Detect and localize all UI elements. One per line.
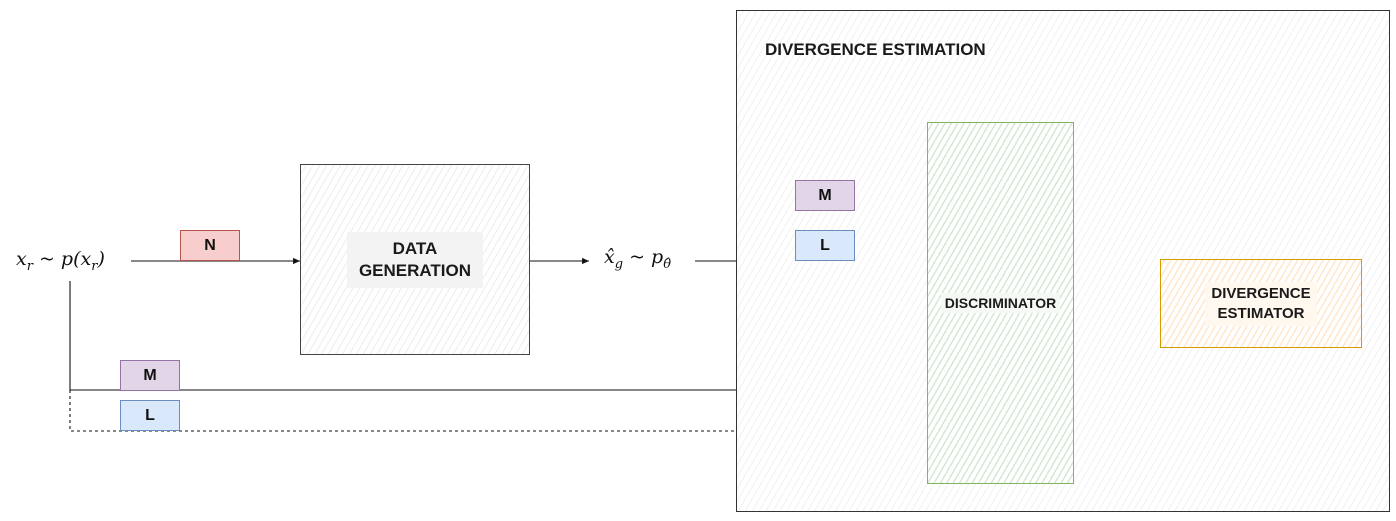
tag-m-bottom: M xyxy=(120,360,180,391)
tag-l-bottom: L xyxy=(120,400,180,431)
divergence-estimation-title: DIVERGENCE ESTIMATION xyxy=(765,40,986,59)
tag-n: N xyxy=(180,230,240,261)
data-generation-label: DATA GENERATION xyxy=(346,231,484,288)
data-generation-box: DATA GENERATION xyxy=(300,164,530,355)
real-distribution-text: xr ~ p(xr) xyxy=(16,248,105,274)
generated-distribution-text: x̂g ~ pθ̂ xyxy=(604,246,672,272)
divergence-estimator-label: DIVERGENCE ESTIMATOR xyxy=(1205,281,1317,326)
discriminator-box: DISCRIMINATOR xyxy=(927,122,1074,484)
tag-l-top: L xyxy=(795,230,855,261)
edge-real-l-to-disc xyxy=(69,390,925,435)
divergence-estimator-box: DIVERGENCE ESTIMATOR xyxy=(1160,259,1362,348)
discriminator-label: DISCRIMINATOR xyxy=(940,293,1061,313)
real-distribution-label: xr ~ p(xr) xyxy=(16,248,105,274)
generated-distribution-label: x̂g ~ pθ̂ xyxy=(604,246,671,272)
tag-m-top: M xyxy=(795,180,855,211)
